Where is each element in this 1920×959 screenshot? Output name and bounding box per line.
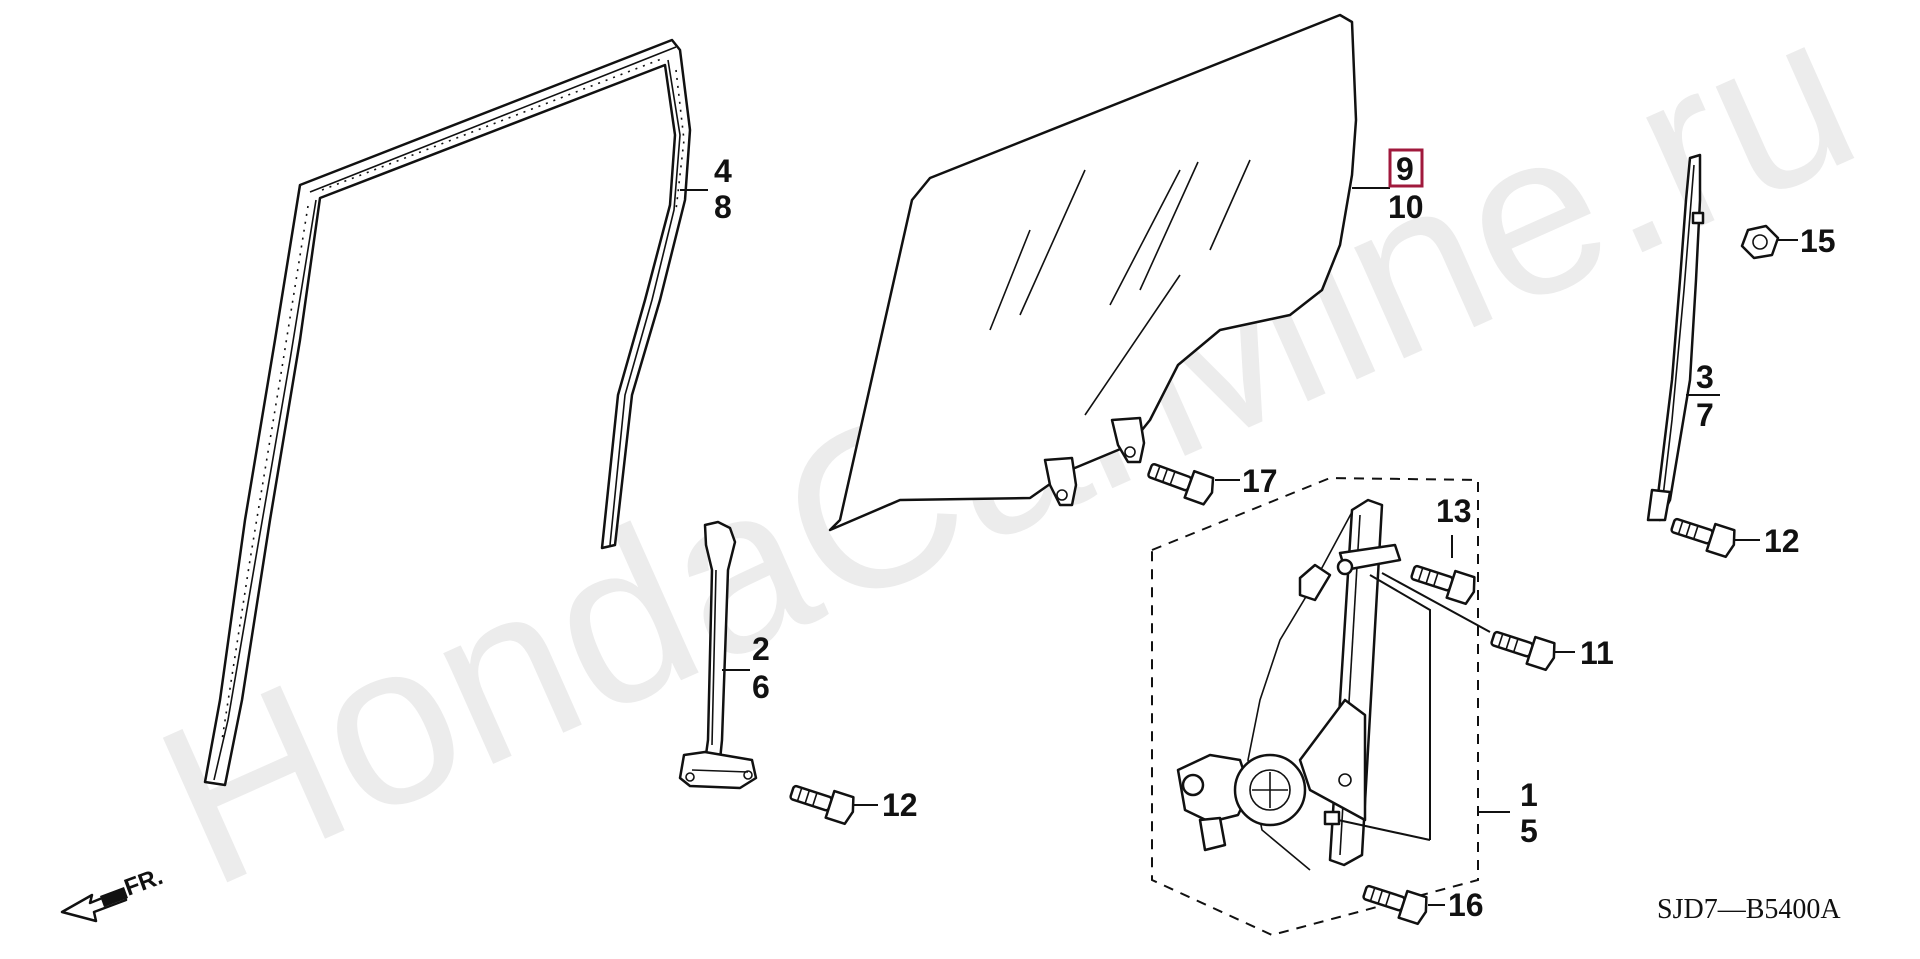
bolt-13[interactable] [1409, 559, 1479, 606]
callout-11: 11 [1580, 635, 1614, 671]
bolt-11[interactable] [1489, 625, 1559, 672]
callout-10: 10 [1388, 189, 1424, 225]
diagram-code: SJD7—B5400A [1657, 894, 1841, 925]
door-glass-part[interactable] [828, 13, 1358, 532]
highlight-box [1388, 148, 1424, 188]
callout-2: 2 [752, 631, 770, 667]
callout-17: 17 [1242, 463, 1278, 499]
nut-15[interactable] [1740, 224, 1780, 260]
callout-4: 4 [714, 153, 732, 189]
callout-6: 6 [752, 669, 770, 705]
bolt-12-left[interactable] [788, 779, 858, 826]
callout-8: 8 [714, 189, 732, 225]
callout-16: 16 [1448, 887, 1484, 923]
callout-7: 7 [1696, 397, 1714, 433]
callout-12-right: 12 [1764, 523, 1800, 559]
callout-5: 5 [1520, 813, 1538, 849]
leader-11 [1381, 572, 1575, 653]
front-guide-part[interactable] [678, 520, 758, 790]
callout-1: 1 [1520, 777, 1538, 813]
regulator-assembly-part[interactable] [1151, 476, 1479, 937]
front-direction-arrow: FR. [60, 863, 167, 923]
bolt-16[interactable] [1361, 879, 1431, 926]
direction-label: FR. [121, 863, 167, 902]
callout-13: 13 [1436, 493, 1472, 529]
run-channel-part[interactable] [203, 38, 692, 787]
rear-guide-part[interactable] [1646, 153, 1705, 522]
callout-9: 9 [1396, 151, 1414, 187]
callout-12-left: 12 [882, 787, 918, 823]
bolt-17[interactable] [1145, 457, 1217, 506]
callout-15: 15 [1800, 223, 1836, 259]
bolt-12-right[interactable] [1669, 512, 1739, 559]
leader-regulator [1337, 574, 1431, 841]
callout-3: 3 [1696, 359, 1714, 395]
